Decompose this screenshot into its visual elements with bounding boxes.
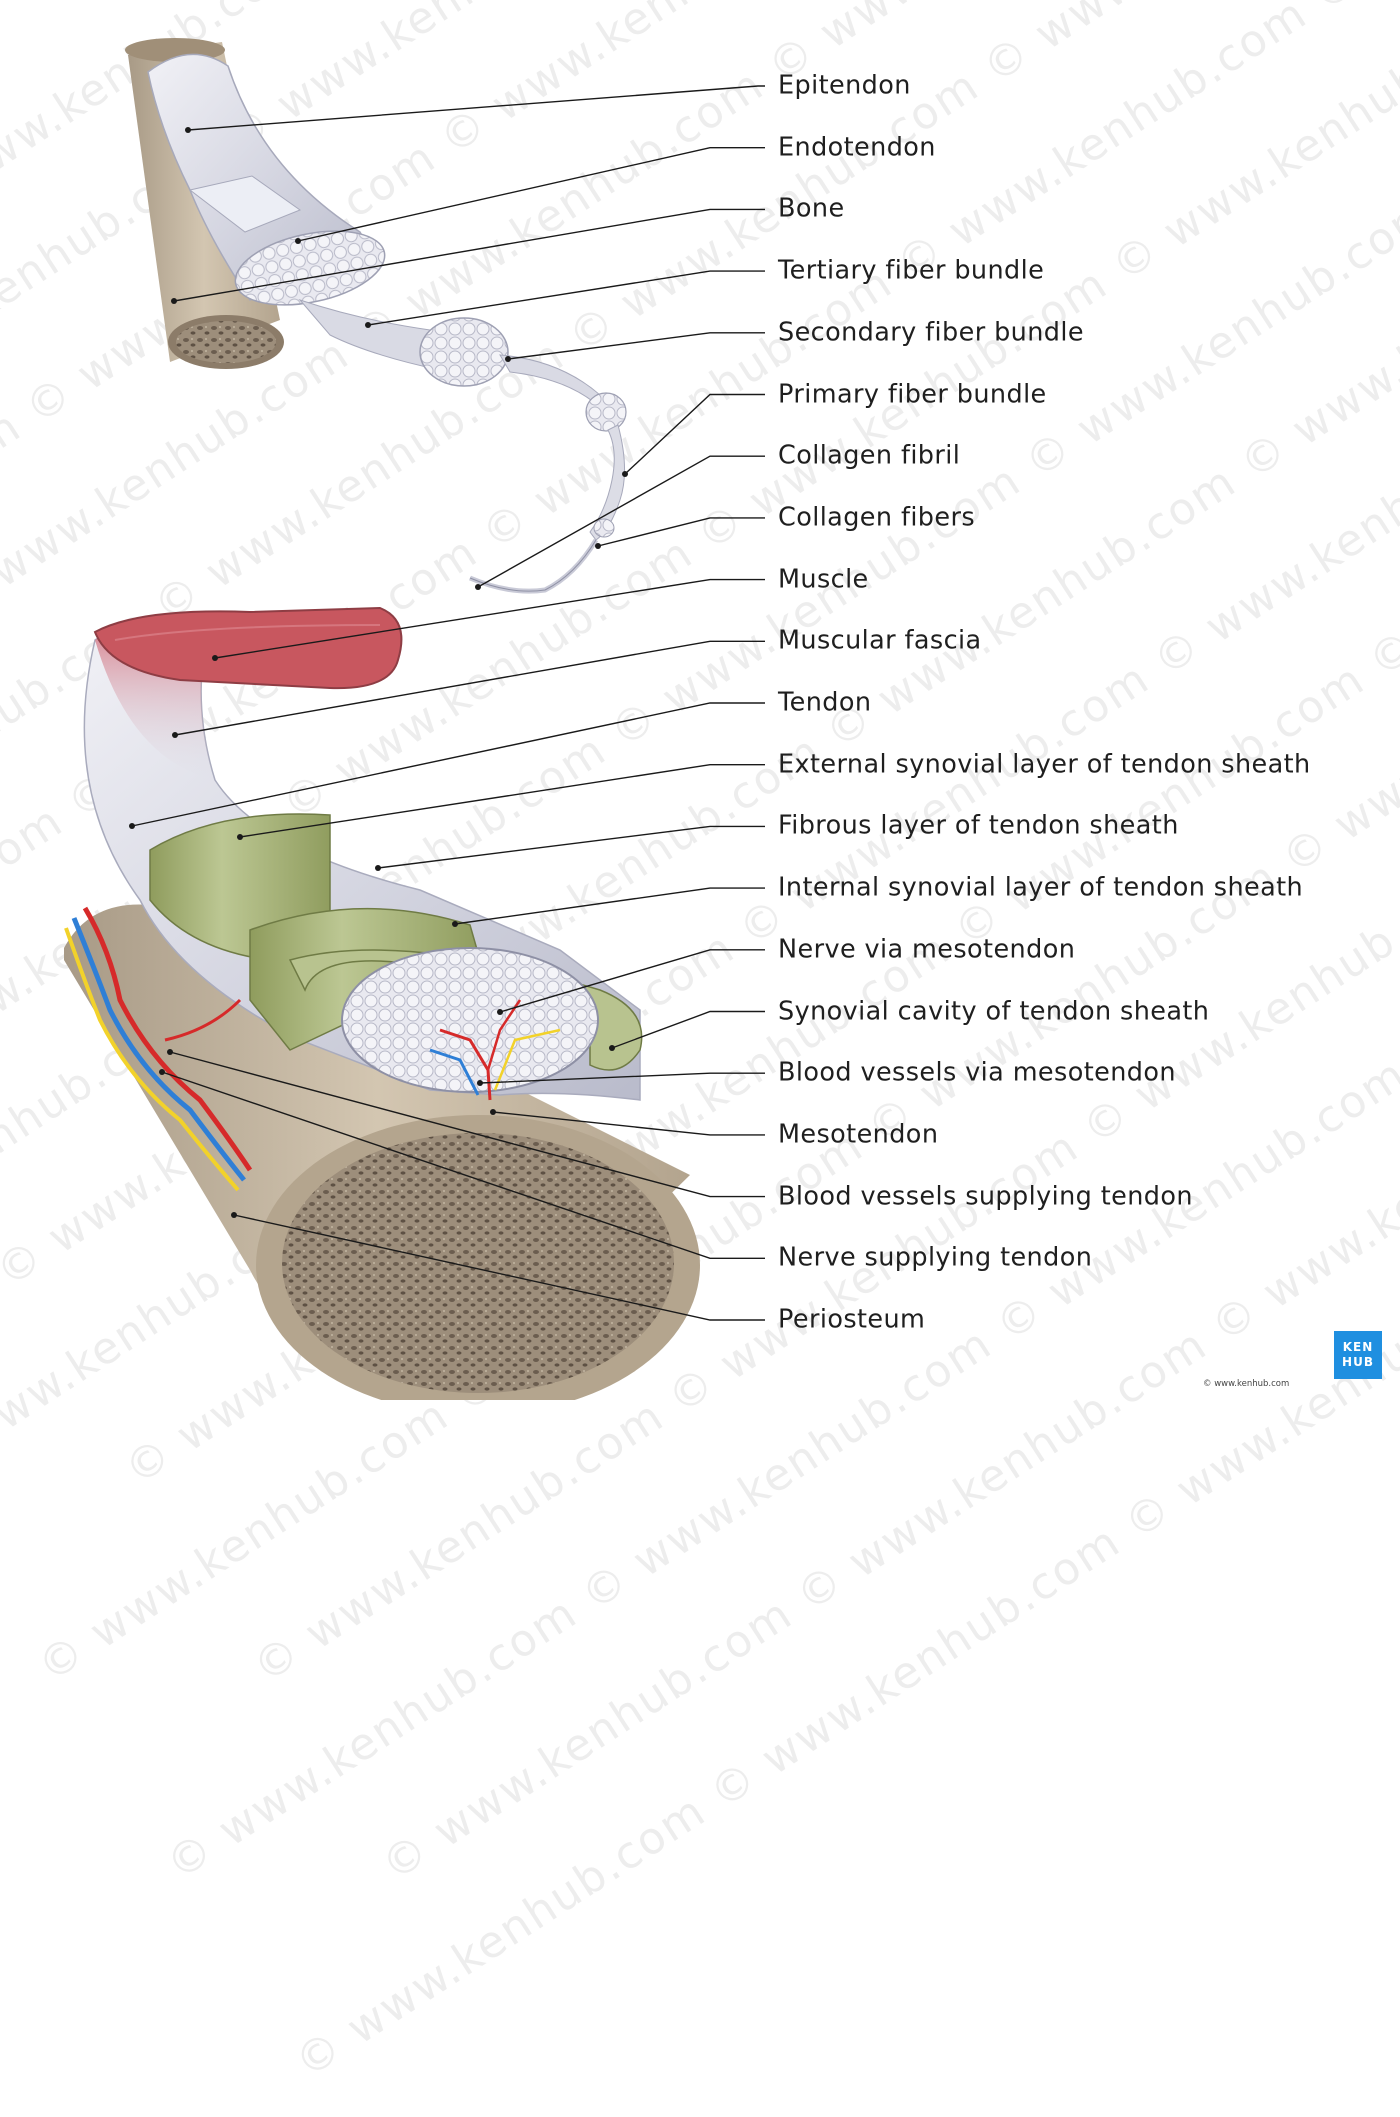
leader-lines — [129, 85, 765, 1321]
leader-dot-epitendon — [185, 127, 191, 133]
label-external-synovial-layer-of-tendon-sheath: External synovial layer of tendon sheath — [778, 748, 1311, 779]
label-primary-fiber-bundle: Primary fiber bundle — [778, 378, 1047, 409]
label-nerve-supplying-tendon: Nerve supplying tendon — [778, 1242, 1093, 1273]
leader-dot-collagen-fibers — [595, 543, 601, 549]
leader-line-collagen-fibers — [597, 517, 765, 547]
logo-line-2: HUB — [1342, 1355, 1374, 1369]
label-blood-vessels-via-mesotendon: Blood vessels via mesotendon — [778, 1057, 1176, 1088]
credit-text: © www.kenhub.com — [1203, 1379, 1290, 1389]
kenhub-logo: KEN HUB — [1334, 1331, 1382, 1379]
leader-dot-periosteum — [231, 1212, 237, 1218]
leader-line-blood-vessels-via-mesotendon — [479, 1072, 765, 1084]
label-epitendon: Epitendon — [778, 70, 911, 101]
leader-dot-muscular-fascia — [172, 732, 178, 738]
logo-line-1: KEN — [1342, 1340, 1374, 1354]
label-periosteum: Periosteum — [778, 1304, 926, 1335]
leader-dot-synovial-cavity-of-tendon-sheath — [609, 1045, 615, 1051]
leader-line-tendon — [131, 702, 765, 827]
leader-line-collagen-fibril — [477, 455, 765, 588]
label-blood-vessels-supplying-tendon: Blood vessels supplying tendon — [778, 1180, 1193, 1211]
leader-line-bone — [173, 208, 765, 302]
leader-line-external-synovial-layer-of-tendon-sheath — [239, 764, 765, 838]
leader-line-blood-vessels-supplying-tendon — [169, 1051, 765, 1198]
leader-dot-mesotendon — [490, 1109, 496, 1115]
leader-line-epitendon — [187, 85, 765, 131]
leader-line-primary-fiber-bundle — [624, 393, 765, 475]
label-internal-synovial-layer-of-tendon-sheath: Internal synovial layer of tendon sheath — [778, 872, 1304, 903]
leader-line-periosteum — [233, 1214, 765, 1321]
label-secondary-fiber-bundle: Secondary fiber bundle — [778, 317, 1084, 348]
leader-line-tertiary-fiber-bundle — [367, 270, 765, 326]
leader-line-endotendon — [297, 146, 765, 242]
leader-dot-primary-fiber-bundle — [622, 471, 628, 477]
label-muscle: Muscle — [778, 563, 869, 594]
leader-line-muscle — [214, 578, 765, 659]
label-tendon: Tendon — [778, 687, 872, 718]
vessels-and-nerves — [64, 906, 561, 1192]
leader-line-nerve-via-mesotendon — [499, 949, 765, 1013]
leader-dot-endotendon — [295, 238, 301, 244]
label-mesotendon: Mesotendon — [778, 1119, 939, 1150]
leader-dot-nerve-supplying-tendon — [159, 1069, 165, 1075]
leader-dot-nerve-via-mesotendon — [497, 1009, 503, 1015]
label-collagen-fibril: Collagen fibril — [778, 440, 961, 471]
label-nerve-via-mesotendon: Nerve via mesotendon — [778, 934, 1076, 965]
leader-dot-fibrous-layer-of-tendon-sheath — [375, 865, 381, 871]
leader-dot-blood-vessels-supplying-tendon — [167, 1049, 173, 1055]
label-muscular-fascia: Muscular fascia — [778, 625, 982, 656]
leader-dot-blood-vessels-via-mesotendon — [477, 1080, 483, 1086]
label-collagen-fibers: Collagen fibers — [778, 502, 976, 533]
leader-dot-muscle — [212, 655, 218, 661]
lower-bone — [64, 904, 700, 1400]
label-synovial-cavity-of-tendon-sheath: Synovial cavity of tendon sheath — [778, 995, 1210, 1026]
leader-dot-bone — [171, 298, 177, 304]
tendon-fiber-hierarchy — [147, 53, 627, 594]
leader-line-muscular-fascia — [174, 640, 765, 736]
anatomy-illustration — [64, 38, 765, 1400]
leader-dot-external-synovial-layer-of-tendon-sheath — [237, 834, 243, 840]
leader-line-secondary-fiber-bundle — [507, 332, 765, 360]
leader-dot-collagen-fibril — [475, 584, 481, 590]
leader-line-synovial-cavity-of-tendon-sheath — [611, 1010, 765, 1049]
tendon-sheath — [149, 813, 643, 1093]
leader-dot-tertiary-fiber-bundle — [365, 322, 371, 328]
label-fibrous-layer-of-tendon-sheath: Fibrous layer of tendon sheath — [778, 810, 1179, 841]
leader-line-internal-synovial-layer-of-tendon-sheath — [454, 887, 765, 925]
label-tertiary-fiber-bundle: Tertiary fiber bundle — [778, 255, 1045, 286]
leader-line-nerve-supplying-tendon — [161, 1071, 765, 1260]
label-bone: Bone — [778, 193, 845, 224]
leader-line-mesotendon — [492, 1111, 765, 1136]
leader-dot-tendon — [129, 823, 135, 829]
leader-dot-secondary-fiber-bundle — [505, 356, 511, 362]
label-endotendon: Endotendon — [778, 131, 936, 162]
leader-line-fibrous-layer-of-tendon-sheath — [377, 825, 765, 869]
leader-dot-internal-synovial-layer-of-tendon-sheath — [452, 921, 458, 927]
